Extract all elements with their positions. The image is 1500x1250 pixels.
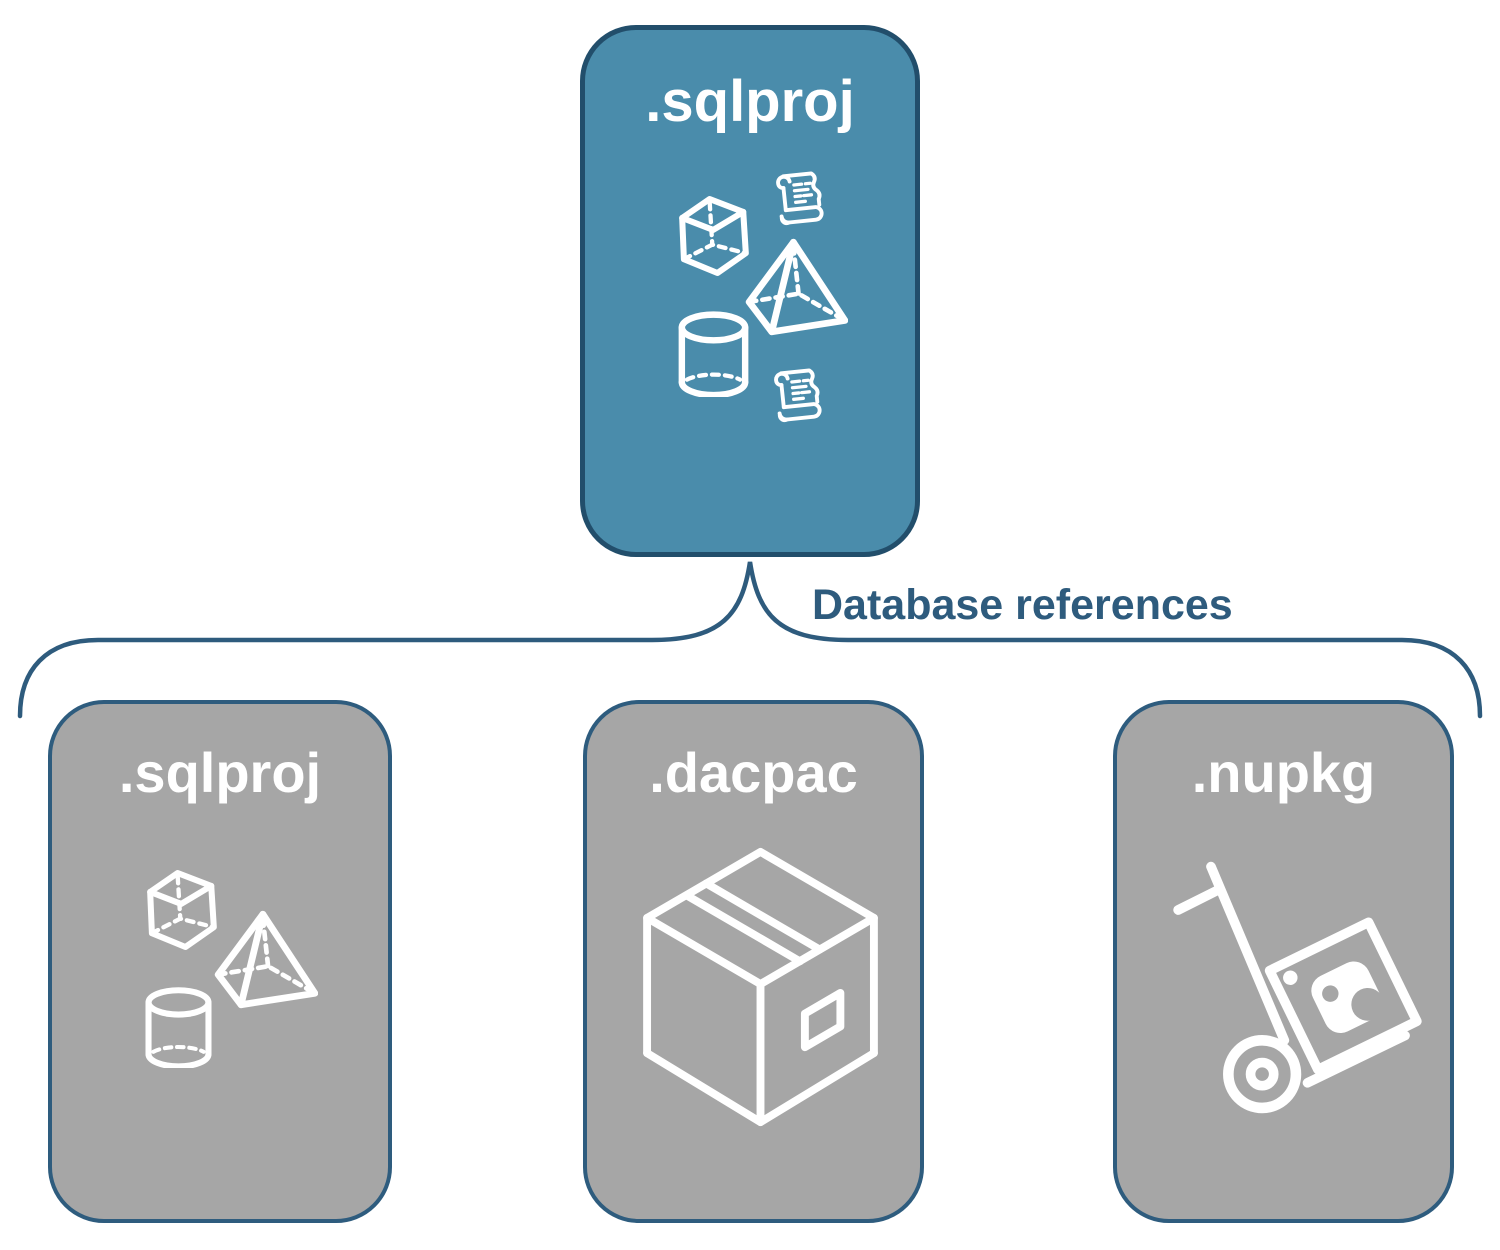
root-node-label: .sqlproj — [645, 69, 855, 134]
ref-node-label: .sqlproj — [118, 741, 322, 804]
ref-node-nupkg: .nupkg — [1113, 700, 1454, 1223]
cylinder-icon — [145, 987, 212, 1068]
nuget-hand-truck-icon — [1173, 861, 1422, 1114]
script-scroll-icon — [776, 171, 824, 226]
cylinder-icon — [678, 311, 749, 397]
ref-node-sqlproj: .sqlproj — [48, 700, 392, 1223]
pyramid-icon — [214, 910, 318, 1009]
cube-icon — [147, 870, 217, 950]
package-box-icon — [643, 847, 878, 1127]
script-scroll-icon — [774, 368, 822, 423]
ref-node-label: .nupkg — [1191, 741, 1376, 804]
cube-icon — [679, 196, 749, 276]
root-node-sqlproj: .sqlproj — [580, 25, 920, 557]
database-references-label: Database references — [812, 581, 1233, 629]
pyramid-icon — [745, 238, 848, 336]
nuget-package — [1264, 917, 1422, 1075]
ref-node-dacpac: .dacpac — [583, 700, 924, 1223]
ref-node-label: .dacpac — [649, 741, 858, 804]
hand-truck-frame — [1173, 861, 1410, 1114]
